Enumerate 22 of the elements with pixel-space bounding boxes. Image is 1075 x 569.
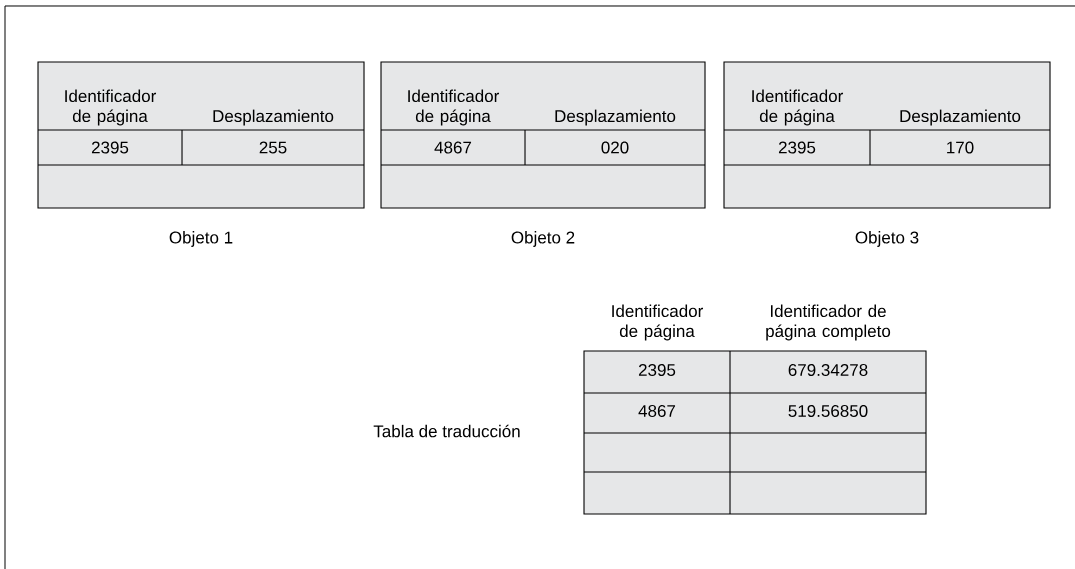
node-label: Objeto 2: [511, 231, 575, 247]
column-header: Desplazamiento: [900, 109, 1021, 126]
cell-value: 4867: [638, 404, 676, 417]
column-header: Identificador de página: [408, 89, 499, 126]
cell-value: 255: [259, 141, 287, 154]
cell-value: 020: [601, 141, 629, 154]
column-header: Desplazamiento: [555, 109, 676, 126]
cell-value: 2395: [91, 141, 129, 154]
column-header: Identificador de página: [612, 304, 703, 341]
cell-value: 2395: [638, 363, 676, 376]
cell-value: 679.34278: [788, 363, 868, 376]
node-label: Objeto 3: [855, 231, 919, 247]
node-label: Objeto 1: [169, 231, 233, 247]
column-header: Identificador de página: [752, 89, 843, 126]
cell-value: 4867: [434, 141, 472, 154]
cell-value: 519.56850: [788, 404, 868, 417]
node-label: Tabla de traducción: [373, 424, 520, 438]
column-header: Identificador de página: [65, 89, 156, 126]
cell-value: 2395: [778, 141, 816, 154]
column-header: Desplazamiento: [213, 109, 334, 126]
cell-value: 170: [947, 141, 974, 154]
column-header: Identificador de página completo: [766, 304, 891, 341]
